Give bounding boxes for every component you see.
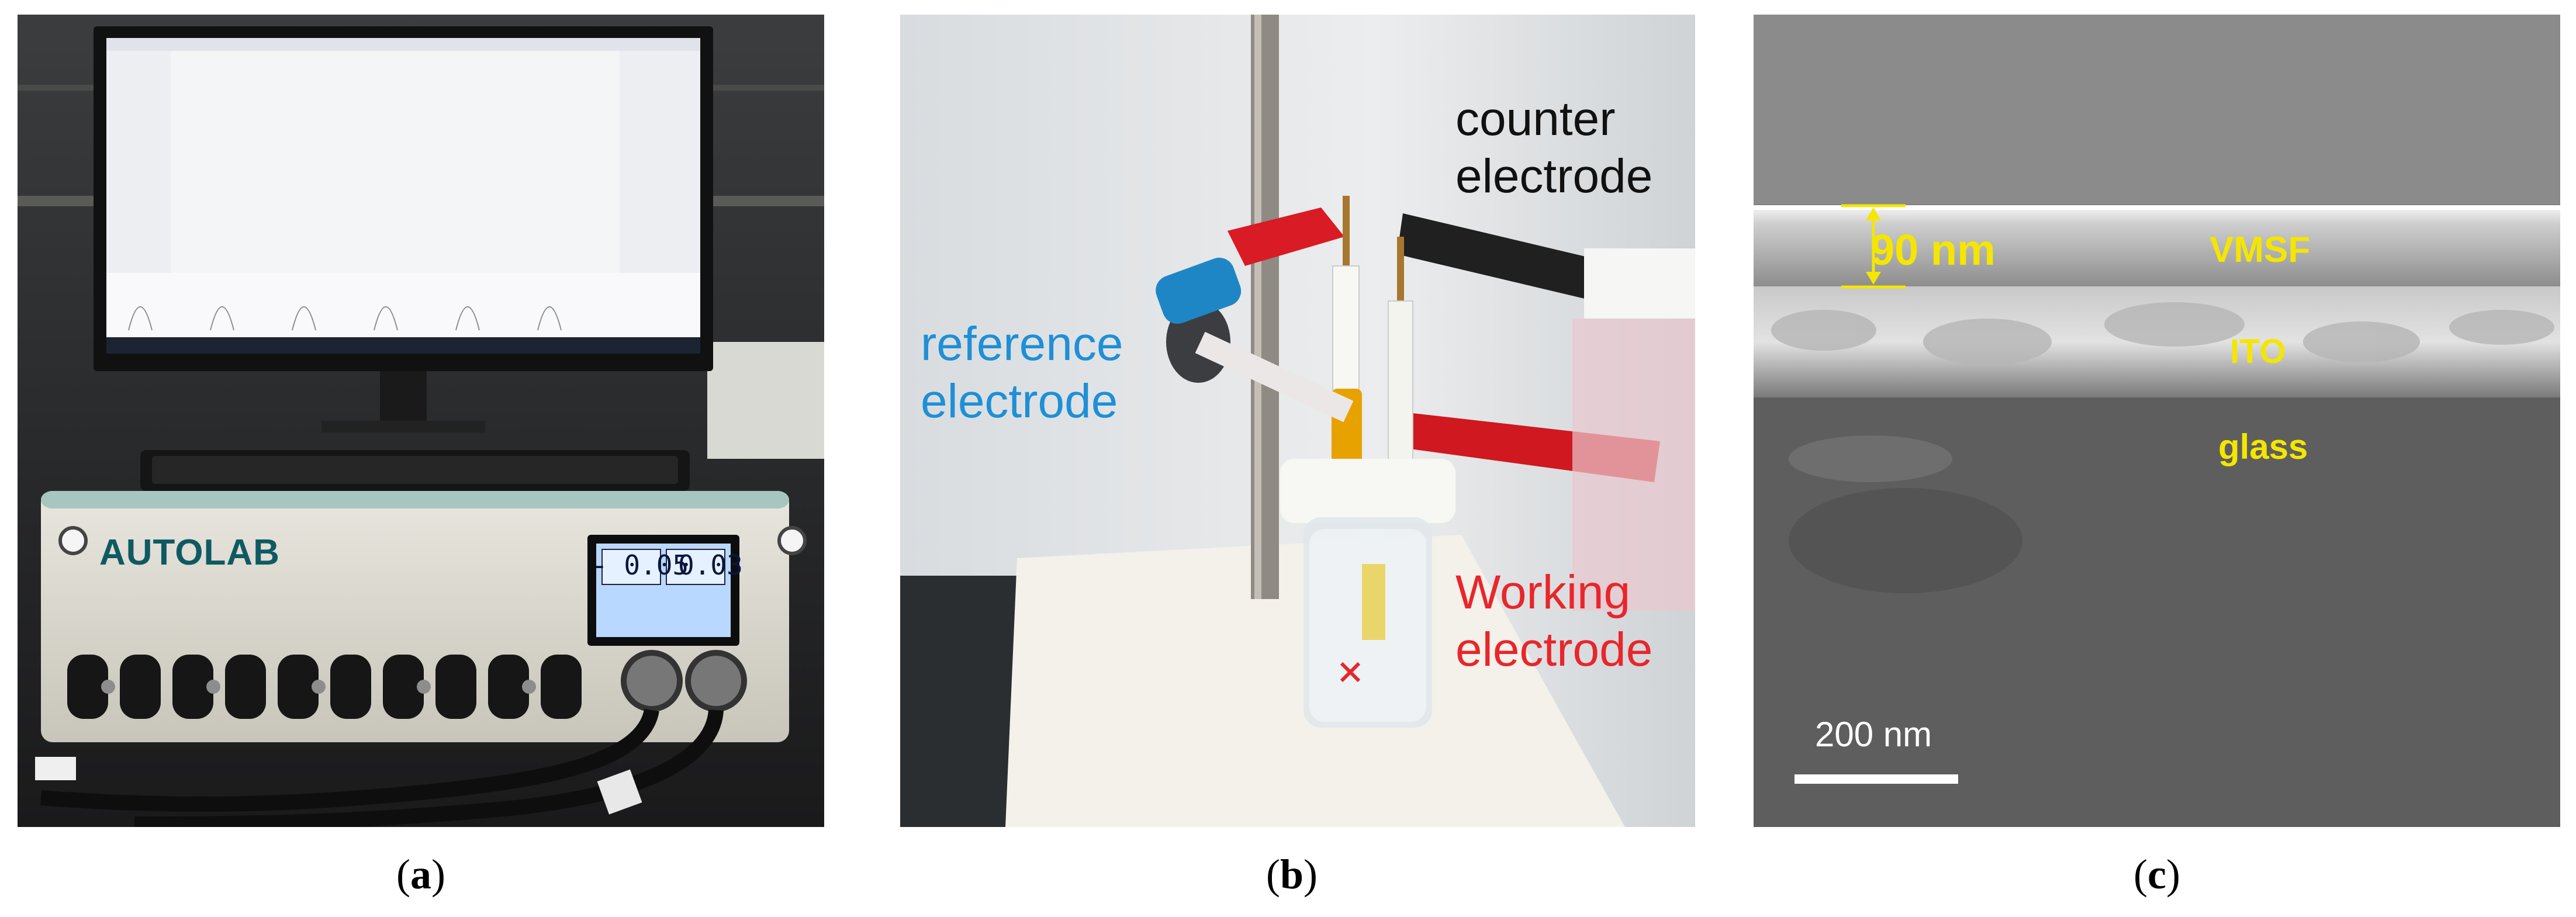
caption-c-open: ( <box>2134 851 2148 898</box>
panel-c-caption: (c) <box>2098 850 2215 899</box>
counter-electrode-label-line1: counter <box>1455 92 1616 146</box>
lcd-reading-current: 0.03 <box>678 549 743 581</box>
panel-b-caption: (b) <box>1233 850 1350 899</box>
instrument-brand-label: AUTOLAB <box>99 532 280 573</box>
glass-layer-label: glass <box>2218 427 2308 466</box>
vmsf-thickness-label: 90 nm <box>1870 226 1996 274</box>
caption-b-close: ) <box>1303 851 1318 898</box>
ito-layer-label: ITO <box>2230 333 2286 371</box>
scale-bar-label: 200 nm <box>1815 715 1932 754</box>
caption-b-letter: b <box>1280 851 1304 898</box>
caption-a-letter: a <box>410 851 431 898</box>
caption-b-open: ( <box>1265 851 1280 898</box>
reference-electrode-label-line1: reference <box>921 317 1123 371</box>
caption-a-close: ) <box>431 851 445 898</box>
caption-c-letter: c <box>2148 851 2166 898</box>
counter-electrode-label: counter electrode <box>1455 91 1652 206</box>
panel-b-electrode-setup-photo <box>900 15 1695 827</box>
panel-a-instrument-photo <box>18 15 824 827</box>
vmsf-layer-label: VMSF <box>2210 230 2311 270</box>
reference-electrode-label: reference electrode <box>921 316 1123 431</box>
caption-c-close: ) <box>2166 851 2180 898</box>
panel-a-caption: (a) <box>362 850 479 899</box>
instrument-photo <box>18 15 824 827</box>
working-electrode-label-line2: electrode <box>1455 623 1653 677</box>
reference-electrode-label-line2: electrode <box>921 375 1118 428</box>
panel-c-sem-cross-section <box>1754 15 2560 827</box>
sem-cross-section-image <box>1754 15 2560 827</box>
counter-electrode-label-line2: electrode <box>1455 150 1653 203</box>
caption-a-open: ( <box>396 851 410 898</box>
working-electrode-label: Working electrode <box>1455 564 1652 679</box>
working-electrode-label-line1: Working <box>1455 566 1631 619</box>
lcd-reading-potential: - 0.05 <box>592 549 689 581</box>
electrode-setup-photo <box>900 15 1695 827</box>
